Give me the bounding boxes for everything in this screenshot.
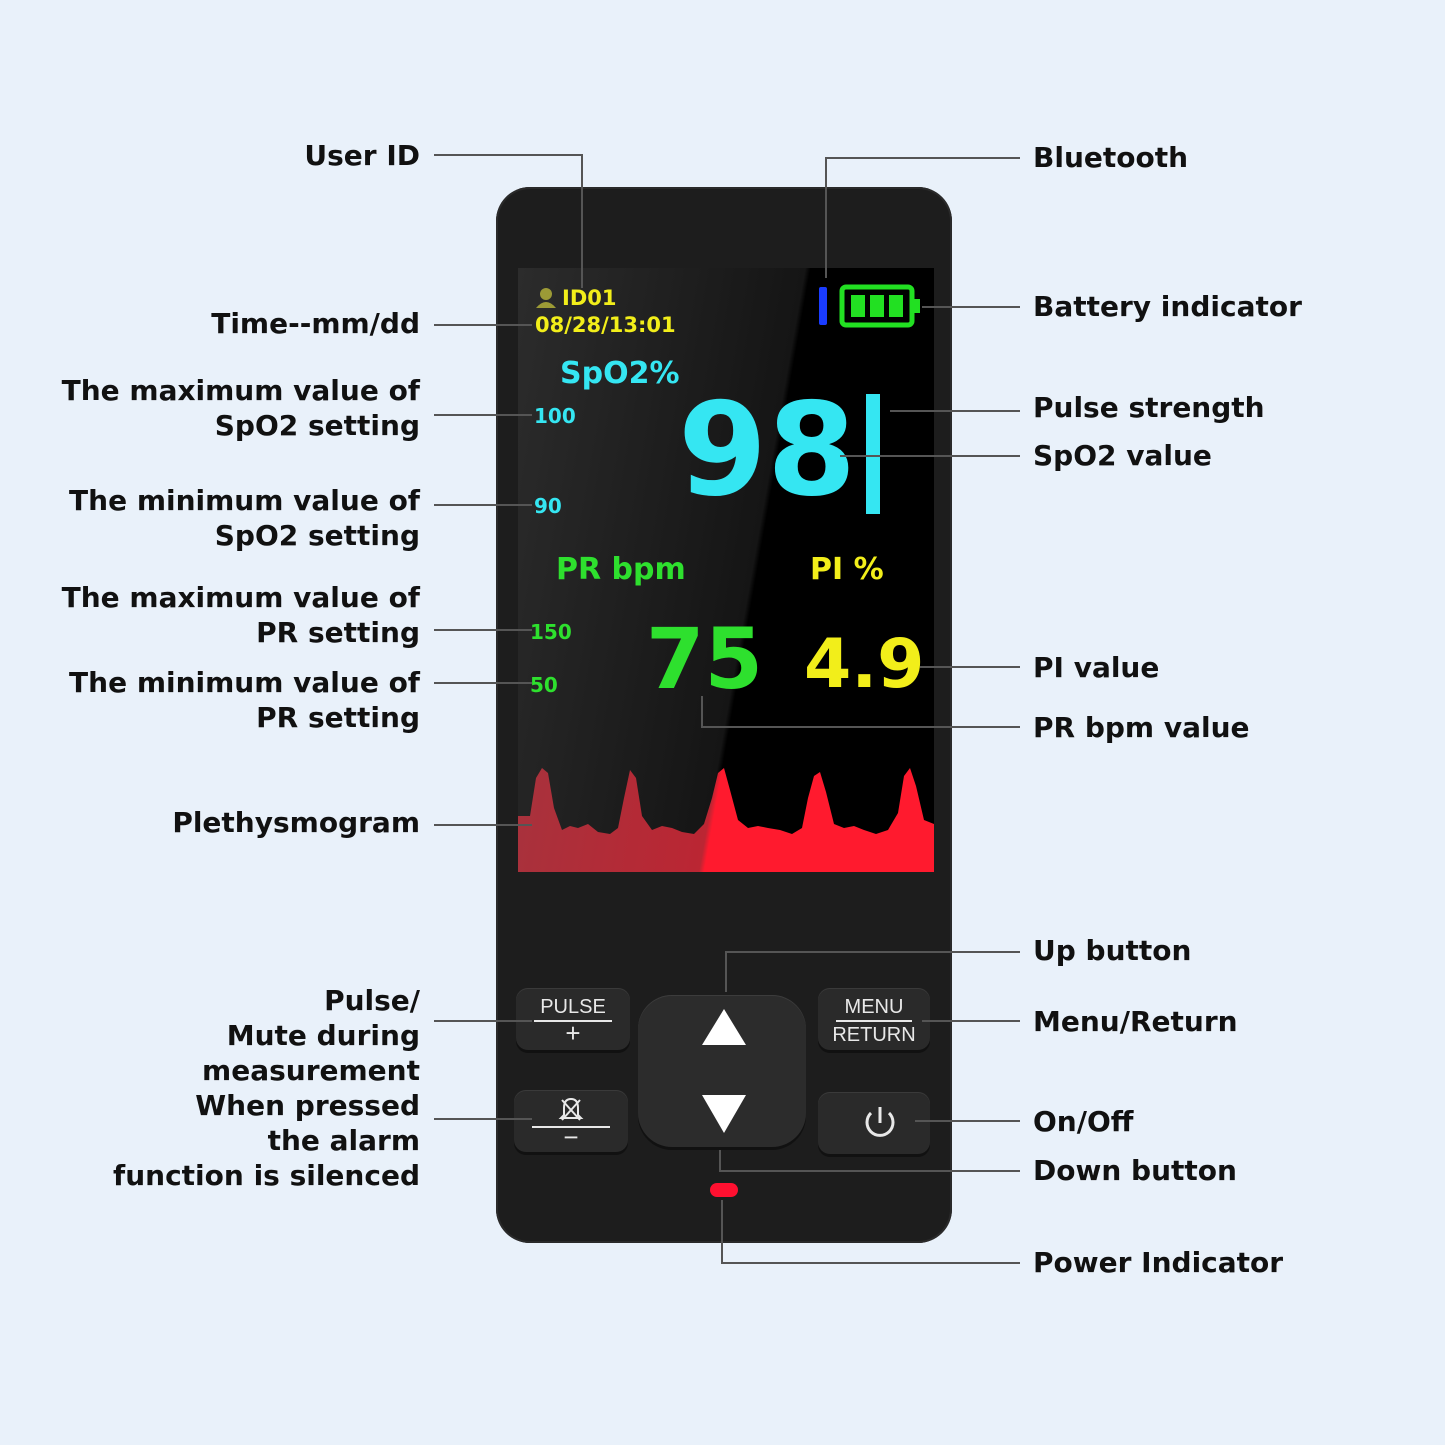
label-pr-max: The maximum value of PR setting <box>61 581 420 649</box>
label-time: Time--mm/dd <box>211 307 420 340</box>
spo2-value: 98 <box>678 376 857 525</box>
spo2-label: SpO2% <box>560 356 680 391</box>
label-alarm-silence: When pressed the alarm function is silen… <box>113 1089 420 1192</box>
power-button[interactable] <box>818 1092 930 1154</box>
plus-icon: + <box>565 1018 581 1048</box>
label-power-indicator: Power Indicator <box>1033 1246 1284 1279</box>
label-pulse-mute: Pulse/ Mute during measurement <box>202 984 420 1087</box>
label-spo2-value: SpO2 value <box>1033 439 1212 472</box>
up-arrow-icon[interactable] <box>702 1009 746 1047</box>
label-battery: Battery indicator <box>1033 290 1302 323</box>
spo2-min-setting: 90 <box>534 494 562 518</box>
pr-max-setting: 150 <box>530 620 572 644</box>
pi-value: 4.9 <box>804 625 925 704</box>
pr-label: PR bpm <box>556 552 686 587</box>
pulse-button-label: PULSE <box>540 996 606 1018</box>
menu-button-divider <box>836 1020 912 1022</box>
label-up-button: Up button <box>1033 934 1192 967</box>
return-label: RETURN <box>832 1024 916 1046</box>
power-indicator-led <box>710 1183 738 1197</box>
pulse-button[interactable]: PULSE + <box>516 988 630 1050</box>
label-pr-value: PR bpm value <box>1033 711 1250 744</box>
label-pr-min: The minimum value of PR setting <box>69 666 420 734</box>
label-pulse-strength: Pulse strength <box>1033 391 1265 424</box>
menu-label: MENU <box>844 996 904 1018</box>
label-spo2-max: The maximum value of SpO2 setting <box>61 374 420 442</box>
label-down-button: Down button <box>1033 1154 1237 1187</box>
menu-return-button[interactable]: MENU RETURN <box>818 988 930 1050</box>
navigation-pad <box>638 995 806 1147</box>
label-spo2-min: The minimum value of SpO2 setting <box>69 484 420 552</box>
pr-value: 75 <box>646 610 763 708</box>
pi-label: PI % <box>810 552 884 587</box>
minus-icon: − <box>563 1122 579 1152</box>
alarm-mute-button[interactable]: − <box>514 1090 628 1152</box>
label-plethysmogram: Plethysmogram <box>172 806 420 839</box>
spo2-max-setting: 100 <box>534 404 576 428</box>
datetime-text: 08/28/13:01 <box>535 313 676 337</box>
pr-min-setting: 50 <box>530 673 558 697</box>
label-on-off: On/Off <box>1033 1105 1134 1138</box>
alarm-mute-icon <box>558 1097 584 1121</box>
label-pi-value: PI value <box>1033 651 1160 684</box>
user-id-text: ID01 <box>562 286 617 310</box>
power-icon <box>865 1107 895 1137</box>
label-menu-return: Menu/Return <box>1033 1005 1238 1038</box>
label-bluetooth: Bluetooth <box>1033 141 1189 174</box>
pulse-button-divider <box>534 1020 612 1022</box>
mute-button-divider <box>532 1126 610 1128</box>
label-user-id: User ID <box>304 139 420 172</box>
down-arrow-icon[interactable] <box>702 1095 746 1133</box>
